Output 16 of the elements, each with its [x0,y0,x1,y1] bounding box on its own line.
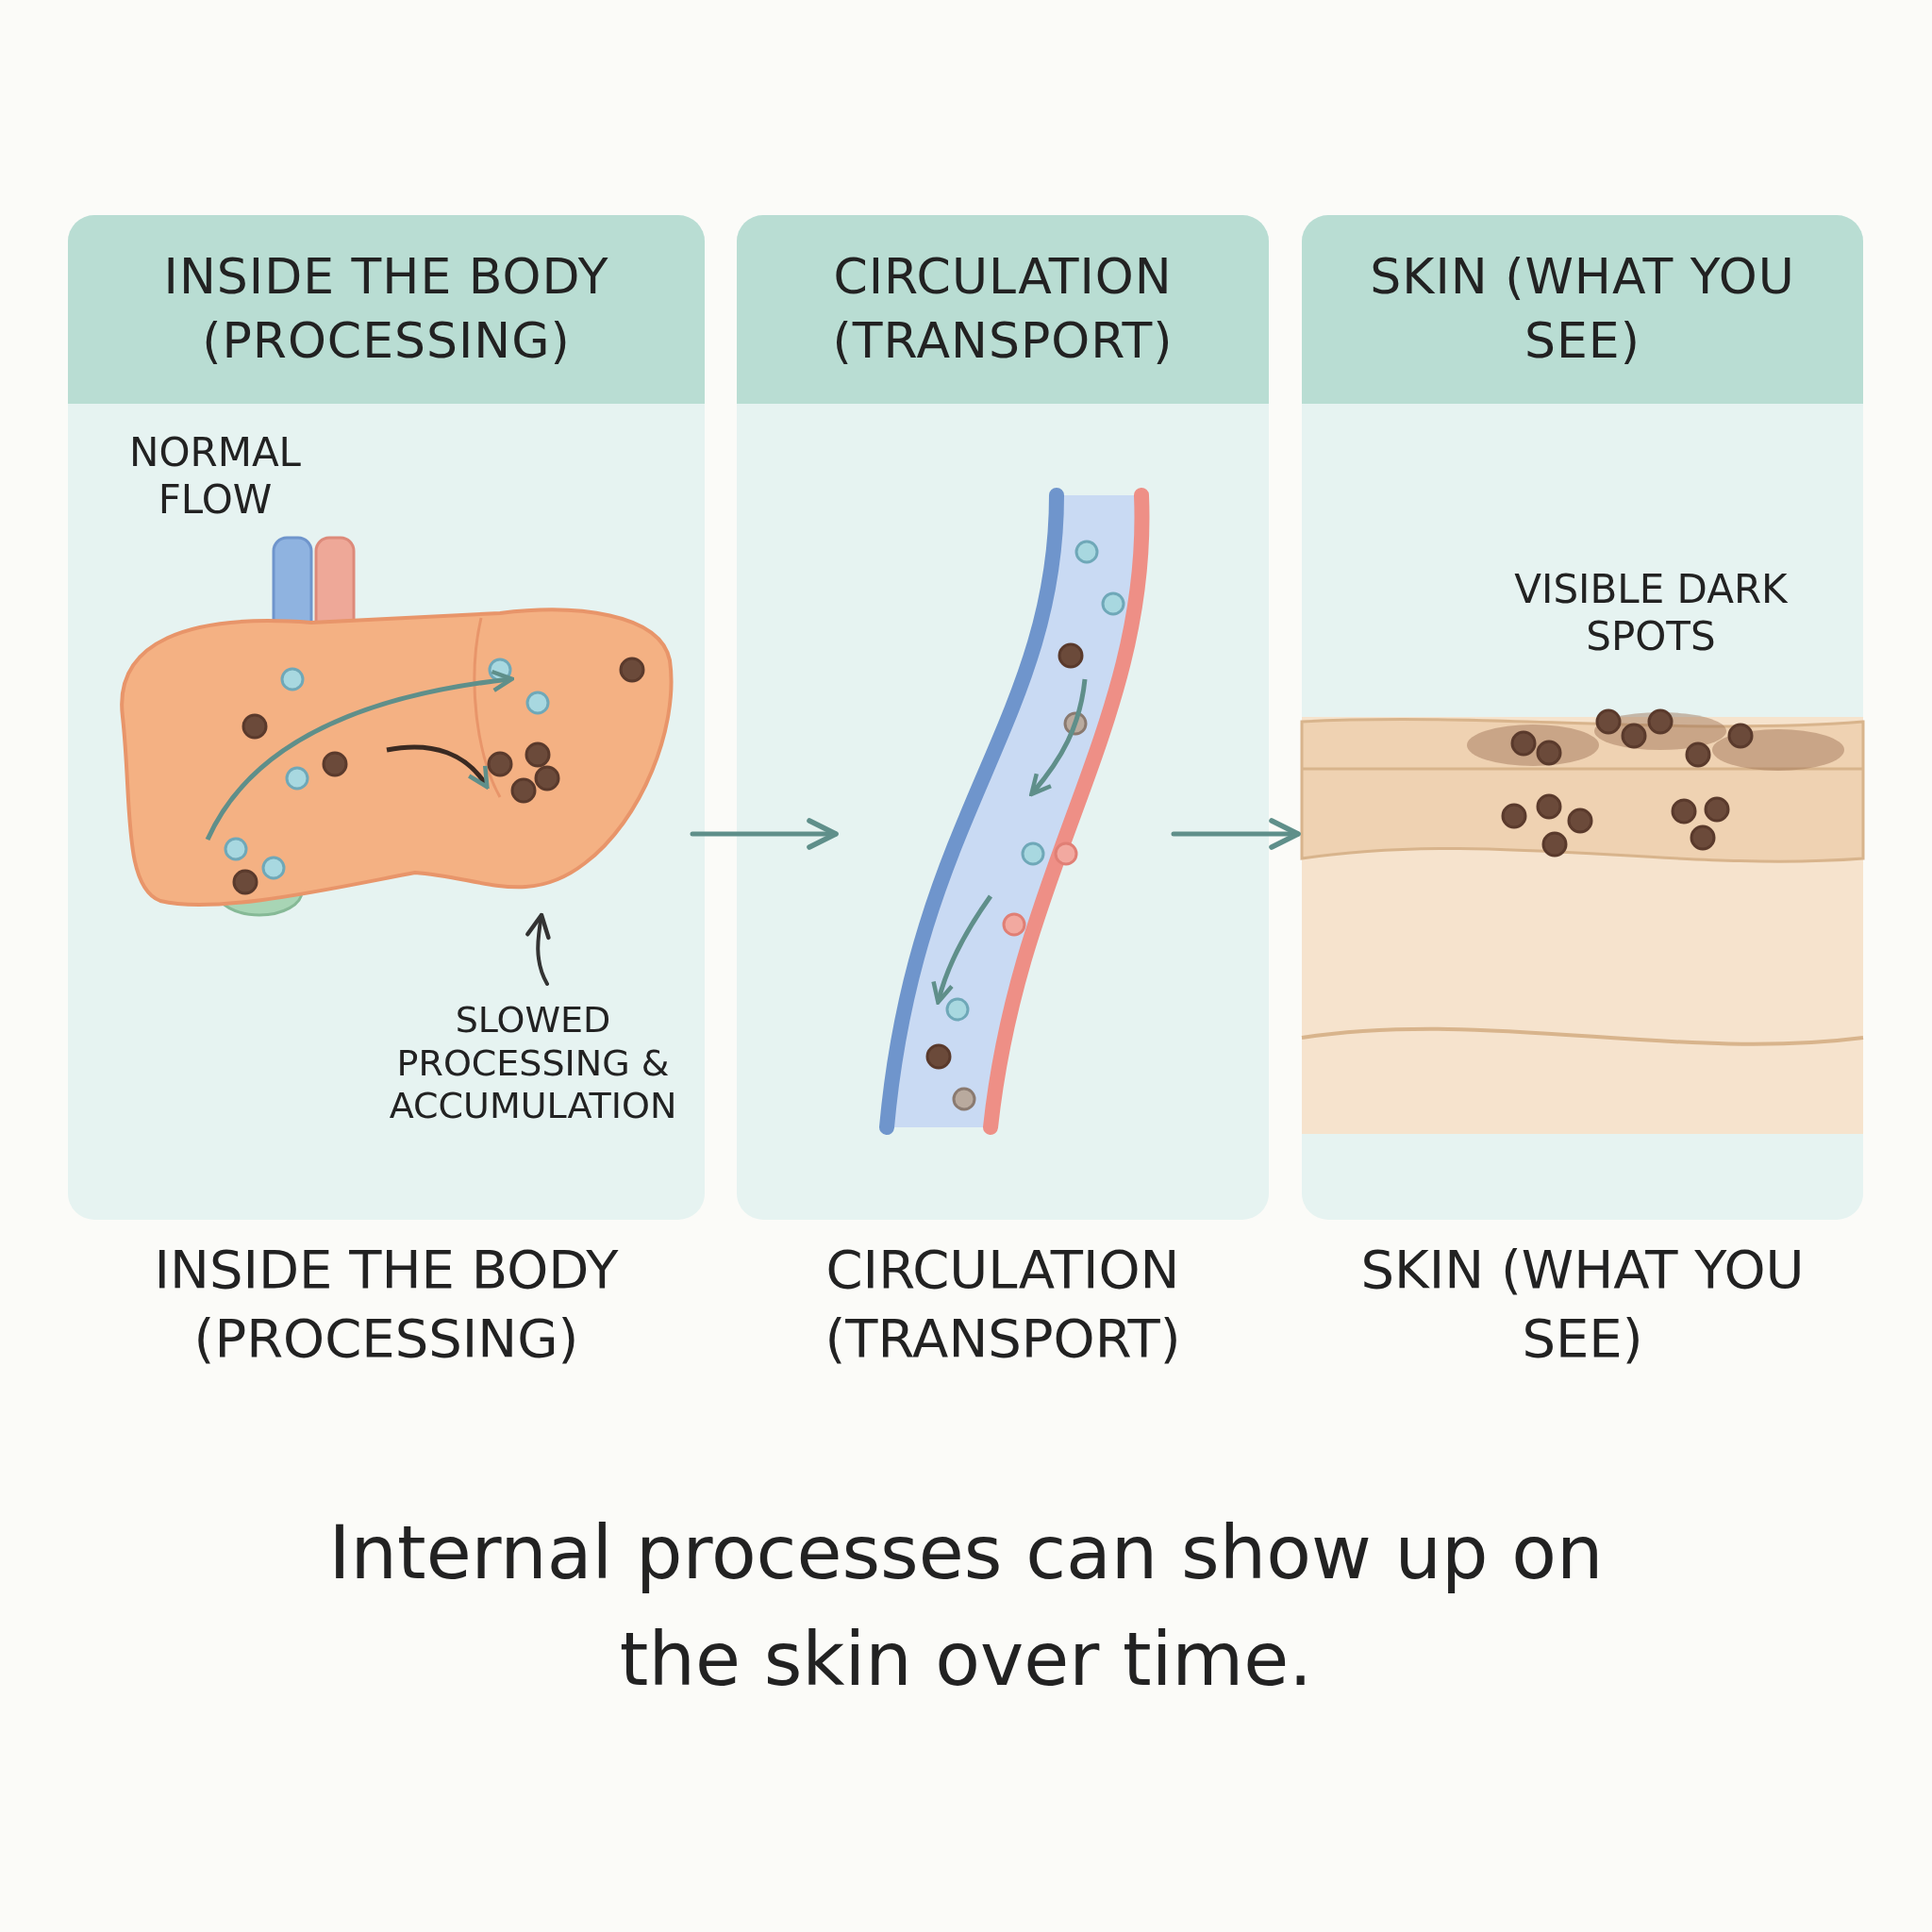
panel-title: INSIDE THE BODY (PROCESSING) [162,247,610,371]
annotation-text: SLOWED PROCESSING & ACCUMULATION [388,999,678,1128]
panel [737,215,1269,1220]
panel-caption: SKIN (WHAT YOU SEE) [1359,1238,1806,1371]
annotation-label: VISIBLE DARK SPOTS [1513,566,1789,661]
panel-title: CIRCULATION (TRANSPORT) [831,247,1174,371]
panel-caption: CIRCULATION (TRANSPORT) [824,1238,1182,1371]
panel [68,215,705,1220]
arrow [1171,818,1301,850]
panel [1302,215,1863,1220]
panel-caption: INSIDE THE BODY (PROCESSING) [153,1238,620,1371]
leader-arrow [525,912,551,986]
arrow [690,818,839,850]
caption: Internal processes can show up on the skin over time. [327,1509,1605,1705]
annotation-label: NORMAL FLOW [128,429,302,525]
panel-title: SKIN (WHAT YOU SEE) [1369,247,1796,371]
